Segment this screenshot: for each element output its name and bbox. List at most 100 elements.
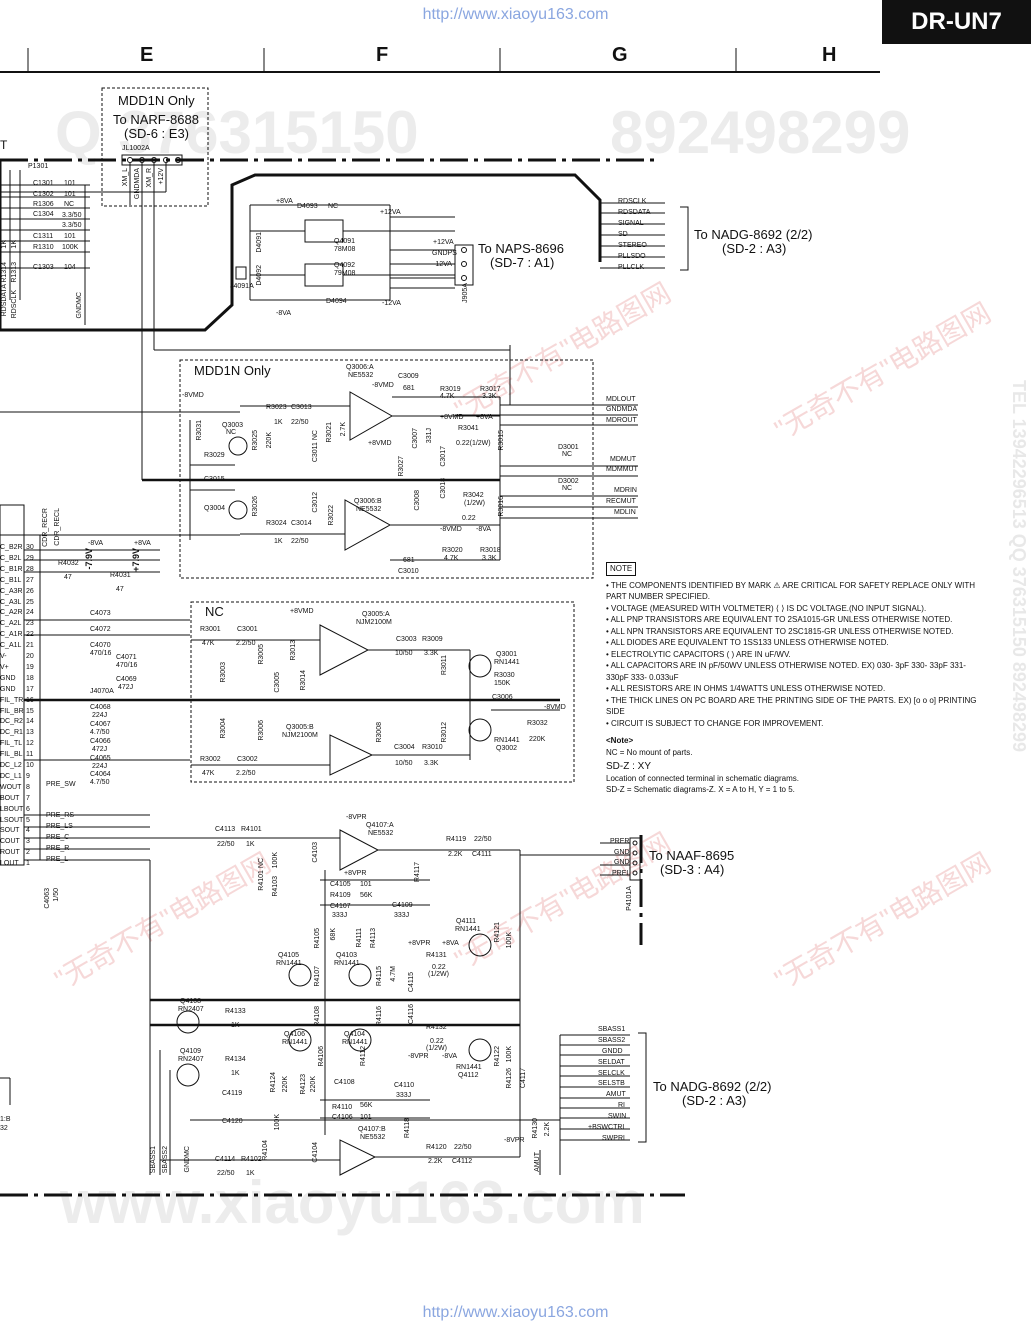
part-label: C4120: [222, 1118, 243, 1125]
part-label: 0.22: [430, 1038, 444, 1045]
part-label: D4092: [256, 265, 263, 286]
part-label: C4107: [330, 903, 351, 910]
part-label: C3015: [204, 476, 225, 483]
part-label: 2.7K: [340, 422, 347, 437]
part-label: R3002: [200, 756, 221, 763]
part-label: C4112: [452, 1158, 473, 1165]
part-label: 22/50: [454, 1144, 472, 1151]
ic-pin-number: 13: [26, 729, 34, 737]
ic-pin-number: 22: [26, 631, 34, 639]
part-label: C1304: [33, 211, 54, 218]
part-label: Q4107:A: [366, 822, 394, 829]
part-label: D3001: [558, 444, 579, 451]
net-label: GND: [614, 849, 630, 856]
part-label: 100K: [506, 932, 513, 949]
net-label: PRER: [610, 838, 630, 845]
nadg-top-ref: (SD-2 : A3): [722, 241, 787, 256]
part-label: (1/2W): [428, 971, 449, 978]
ic-pin-number: 19: [26, 663, 34, 671]
part-label: R4032: [58, 560, 79, 567]
net-label: MDMUT: [610, 456, 637, 463]
net-label: -12VA: [433, 261, 452, 268]
note-sdz: SD-Z : XY: [606, 761, 652, 772]
part-label: C4073: [90, 610, 111, 617]
narf-connector-ref: (SD-6 : E3): [124, 126, 190, 141]
net-label: -8VPR: [408, 1053, 429, 1060]
net-label: SBASS2: [598, 1037, 626, 1044]
part-label: R3021: [326, 422, 333, 443]
part-label: R3011: [441, 655, 448, 676]
part-label: NC: [64, 201, 75, 208]
part-label: C3001: [237, 626, 258, 633]
part-label: Q3006:A: [346, 364, 374, 371]
ic-pin-number: 23: [26, 620, 34, 628]
net-label: SIGNAL: [618, 220, 644, 227]
part-label: RN1441: [494, 737, 520, 744]
part-label: 100K: [62, 244, 79, 251]
net-label: +8VMD: [290, 608, 314, 615]
part-label: 22/50: [291, 419, 309, 426]
part-label: R3020: [442, 547, 463, 554]
part-label: 56K: [360, 1102, 373, 1109]
part-label: R3001: [200, 626, 221, 633]
part-label: Q4105: [278, 952, 300, 959]
ic-pin-number: 4: [26, 827, 30, 835]
part-label: 47: [64, 574, 72, 581]
ic-pin-number: 5: [26, 816, 30, 824]
model-badge: DR-UN7: [882, 0, 1031, 44]
part-label: 0.22(1/2W): [456, 440, 491, 447]
net-label: +8VA: [276, 198, 293, 205]
note-item: ALL NPN TRANSISTORS ARE EQUIVALENT TO 2S…: [606, 626, 986, 638]
mdd1n-top-title: MDD1N Only: [118, 93, 195, 108]
part-label: 1:B: [0, 1116, 11, 1123]
part-label: C3014: [291, 520, 312, 527]
part-label: 1K: [1, 240, 8, 249]
part-label: Q4109: [180, 1048, 202, 1055]
ic-pin-name: C_A3L: [0, 598, 22, 606]
part-label: 0.22: [432, 964, 446, 971]
bottom-url-link[interactable]: http://www.xiaoyu163.com: [422, 1304, 609, 1321]
net-label: -12VA: [382, 300, 401, 307]
part-label: 1K: [231, 1022, 240, 1029]
part-label: Q4091: [334, 238, 356, 245]
part-label: R4101: [241, 826, 262, 833]
part-label: NC: [562, 451, 573, 458]
part-label: C4106: [332, 1114, 353, 1121]
net-label: GNDD: [602, 1048, 623, 1055]
part-label: Q3005:B: [286, 724, 314, 731]
part-label: 2.2/50: [236, 770, 256, 777]
top-url-link[interactable]: http://www.xiaoyu163.com: [422, 6, 609, 23]
ic-pin-number: 7: [26, 794, 30, 802]
ic-pin-number: 20: [26, 653, 34, 660]
ic-pin-name: C_B1R: [0, 565, 23, 573]
voltage-label: +7.9V: [131, 548, 141, 572]
part-label: R3017: [480, 386, 501, 393]
part-label: R3004: [220, 718, 227, 739]
part-label: RN1441: [282, 1039, 308, 1046]
net-label: -8VA: [442, 1053, 458, 1060]
net-label: PRE_SW: [46, 781, 76, 788]
part-label: R3015: [498, 430, 505, 451]
part-label: 2.2K: [448, 851, 463, 858]
column-label: F: [376, 44, 389, 66]
net-label: PLLCLK: [618, 264, 645, 271]
part-label: R3018: [480, 547, 501, 554]
part-label: R3008: [376, 722, 383, 743]
part-label: J4070A: [90, 688, 114, 695]
part-label: Q3006:B: [354, 498, 382, 505]
part-label: 4.7K: [440, 393, 455, 400]
part-label: RN1441: [455, 926, 481, 933]
ic-pin-number: 30: [26, 544, 34, 551]
part-label: 1K: [246, 1170, 255, 1177]
part-label: T: [0, 138, 8, 152]
part-label: 22/50: [217, 841, 235, 848]
net-label: +8VPR: [344, 870, 367, 877]
net-label: SWIN: [608, 1113, 627, 1120]
notes-list: THE COMPONENTS IDENTIFIED BY MARK ⚠ ARE …: [606, 580, 986, 730]
part-label: 0.22: [462, 515, 476, 522]
part-label: 56K: [360, 892, 373, 899]
nadg-bottom-ref: (SD-2 : A3): [682, 1093, 747, 1108]
ic-pin-name: C_A2L: [0, 620, 22, 628]
part-label: 220K: [529, 736, 546, 743]
